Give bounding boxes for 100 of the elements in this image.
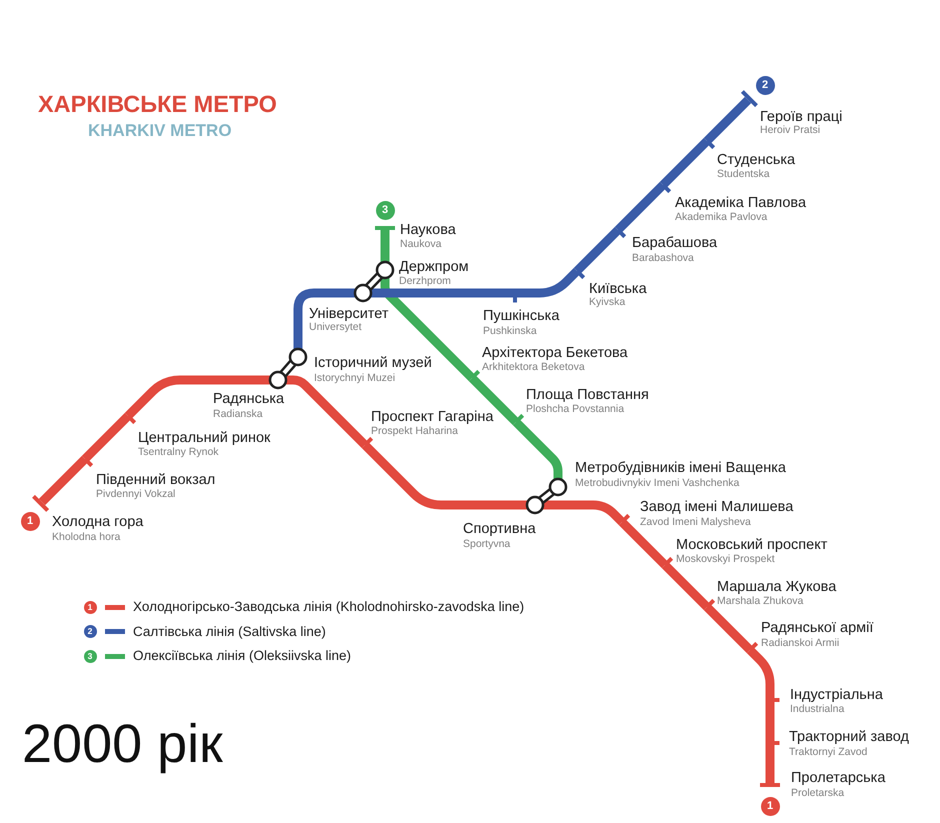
station-name: Індустріальна	[790, 686, 883, 704]
metro-line	[614, 182, 666, 234]
station-name-latin: Radianskoi Armii	[761, 636, 840, 650]
terminus-bar	[740, 90, 758, 108]
transfer-connector	[280, 360, 296, 377]
transfer-connector	[365, 272, 383, 290]
metro-line	[124, 376, 270, 420]
line-number-badge: 1	[84, 600, 96, 614]
station-tick	[664, 556, 674, 566]
station-name-latin: Radianska	[213, 408, 263, 420]
station-name: Академіка Павлова	[675, 194, 806, 212]
line-number-badge: 2	[756, 76, 774, 94]
metro-line	[362, 442, 527, 510]
station-name: Пролетарська	[791, 769, 886, 787]
station-tick	[706, 140, 716, 150]
station-name-latin: Studentska	[717, 168, 770, 180]
station-name: Барабашова	[632, 234, 718, 252]
station-tick	[620, 514, 630, 524]
station-name: Радянська	[213, 390, 284, 408]
line-number-badge: 1	[760, 796, 780, 816]
station-name: Студенська	[717, 151, 796, 169]
metro-line	[704, 96, 752, 144]
metro-line	[543, 500, 626, 526]
metro-line	[512, 418, 562, 479]
station-name-latin: Akademika Pavlova	[675, 210, 768, 224]
station-name: Московський проспект	[676, 536, 828, 554]
station-name-latin: Heroiv Pratsi	[760, 124, 820, 136]
metro-line	[746, 646, 774, 700]
metro-line	[371, 288, 515, 298]
year-label: 2000 рік	[22, 713, 223, 775]
station-name-latin: Marshala Zhukova	[717, 594, 804, 608]
station-name: Метробудівників імені Ващенка	[575, 459, 786, 477]
station-name-latin: Zavod Imeni Malysheva	[640, 516, 751, 528]
transfer-station-ring	[526, 496, 544, 514]
map-title: ХАРКІВСЬКЕ МЕТРО	[38, 90, 277, 118]
station-name-latin: Tsentralny Rynok	[138, 446, 219, 458]
map-subtitle: KHARKIV METRO	[88, 121, 232, 141]
station-name: Держпром	[399, 258, 469, 276]
station-name: Пушкінська	[483, 307, 560, 325]
terminus-bar	[760, 783, 780, 787]
station-name-latin: Arkhitektora Beketova	[482, 360, 585, 374]
metro-line	[660, 138, 710, 188]
metro-line	[286, 376, 368, 448]
station-name-latin: Barabashova	[632, 252, 694, 264]
station-tick	[364, 436, 374, 446]
legend-text: Салтівська лінія (Saltivska line)	[133, 622, 326, 640]
station-name-latin: Moskovskyi Prospekt	[676, 552, 775, 566]
transfer-station-ring	[354, 284, 372, 302]
station-name-latin: Prospekt Haharina	[371, 424, 458, 438]
station-name-latin: Ploshcha Povstannia	[526, 402, 624, 416]
station-name: Спортивна	[463, 520, 536, 538]
station-tick	[576, 270, 586, 280]
legend-text: Холодногірсько-Заводська лінія (Kholodnohirsko-zavodska line)	[133, 598, 524, 616]
terminus-bar	[375, 226, 395, 230]
metro-line	[766, 743, 774, 783]
station-tick	[514, 414, 524, 424]
station-name-latin: Universytet	[309, 320, 362, 334]
station-name-latin: Metrobudivnykiv Imeni Vashchenka	[575, 476, 740, 490]
transfer-station-ring	[376, 260, 394, 280]
station-name-latin: Istorychnyi Muzei	[314, 372, 396, 384]
station-name: Героїв праці	[760, 108, 842, 125]
metro-line	[82, 412, 132, 462]
station-name: Наукова	[400, 221, 456, 239]
transfer-connector	[538, 488, 554, 504]
station-name-latin: Pushkinska	[483, 324, 537, 338]
metro-line	[468, 374, 520, 426]
metro-line	[662, 562, 710, 610]
line-number-badge: 1	[20, 512, 40, 530]
station-tick	[706, 598, 716, 608]
legend-text: Олексіївська лінія (Oleksiivska line)	[133, 647, 351, 665]
station-name-latin: Pivdennyi Vokzal	[96, 488, 176, 500]
metro-line	[380, 230, 390, 262]
station-name-latin: Derzhprom	[399, 274, 451, 288]
station-name-latin: Naukova	[400, 238, 442, 250]
station-name: Історичний музей	[314, 354, 432, 372]
metro-line	[574, 226, 622, 274]
station-name: Проспект Гагаріна	[371, 408, 494, 426]
metro-line	[380, 278, 476, 382]
line-number-badge: 3	[84, 650, 96, 662]
station-name: Університет	[309, 305, 389, 322]
station-name: Південний вокзал	[96, 471, 216, 489]
station-name-latin: Proletarska	[791, 786, 844, 800]
station-name-latin: Industrialna	[790, 702, 844, 716]
metro-line	[515, 268, 580, 298]
metro-line	[294, 288, 355, 349]
station-tick	[126, 414, 136, 424]
station-name: Холодна гора	[52, 513, 144, 531]
transfer-station-ring	[268, 370, 288, 390]
station-name: Архітектора Бекетова	[482, 344, 628, 362]
station-name: Площа Повстання	[526, 386, 649, 404]
metro-line	[618, 518, 668, 568]
station-tick	[470, 370, 480, 380]
station-name: Завод імені Малишева	[640, 498, 794, 516]
station-name-latin: Kyivska	[589, 296, 626, 308]
terminus-bar	[32, 494, 50, 512]
transfer-station-ring	[288, 348, 308, 366]
station-name: Радянської армії	[761, 619, 874, 637]
station-tick	[84, 458, 94, 468]
line-number-badge: 3	[376, 200, 394, 220]
station-name-latin: Kholodna hora	[52, 530, 120, 544]
